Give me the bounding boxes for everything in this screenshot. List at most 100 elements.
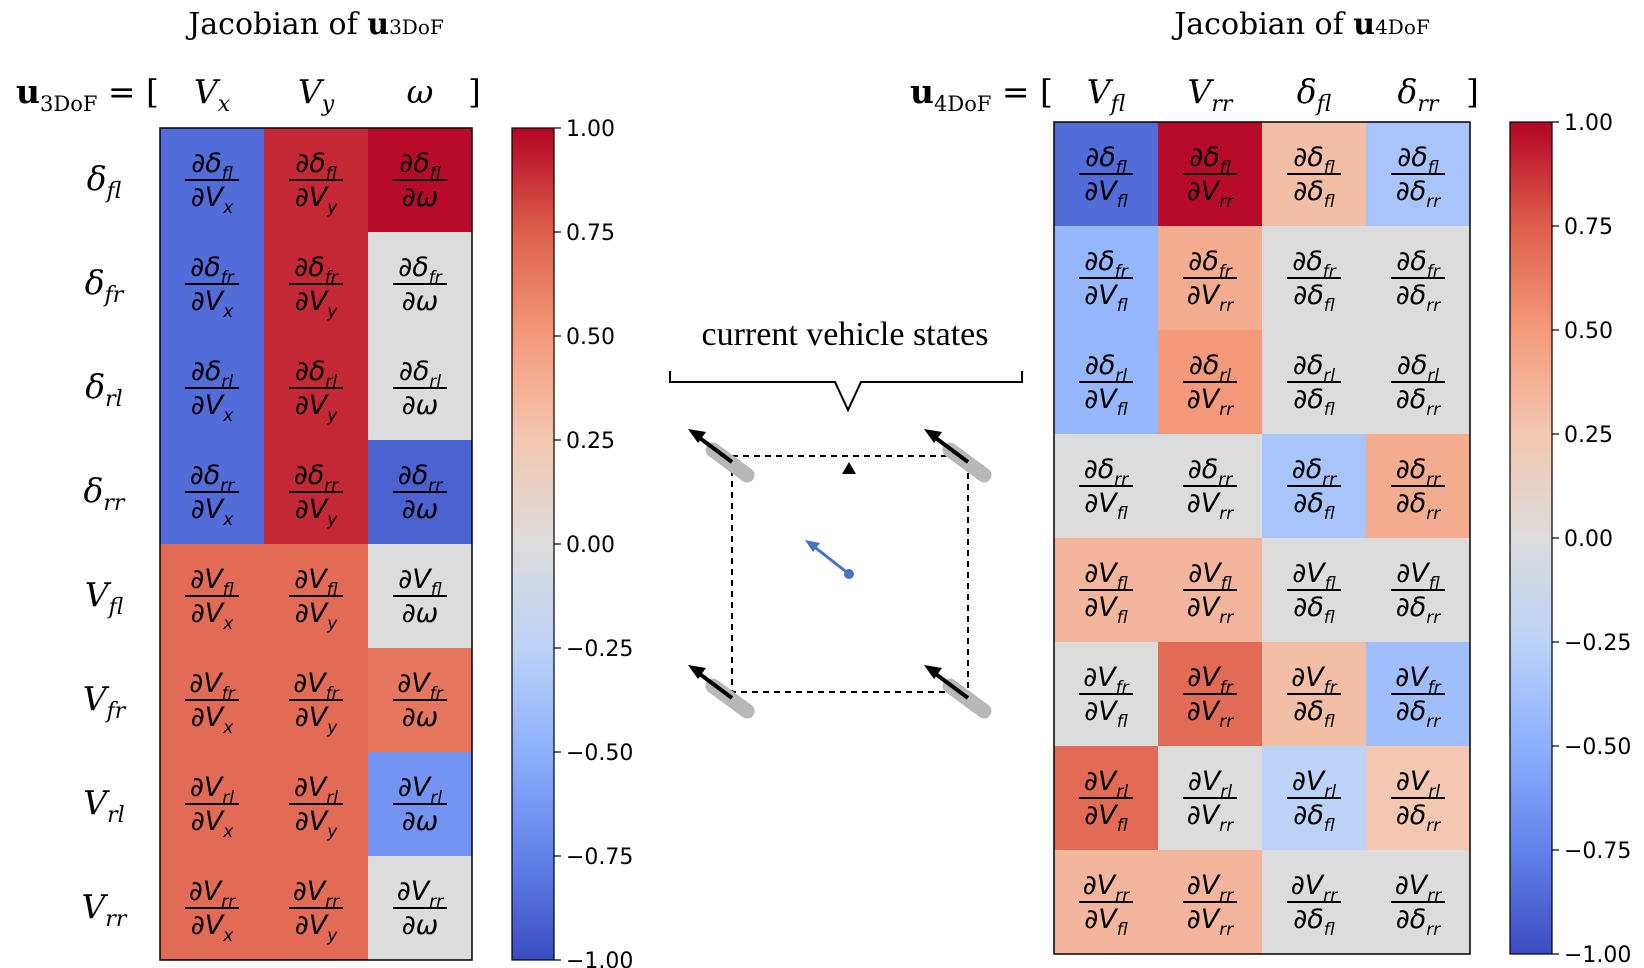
denominator-symbol: ∂V (1187, 384, 1222, 415)
denominator-symbol: ∂V (295, 182, 330, 213)
denominator-symbol: ∂δ (1293, 280, 1323, 311)
numerator-subscript: rl (325, 372, 337, 392)
cell-denominator: ∂Vrr (1187, 488, 1234, 524)
denominator-symbol: ∂V (191, 286, 226, 317)
cell-numerator: ∂Vfl (1188, 558, 1231, 594)
cell-denominator: ∂Vx (191, 910, 234, 946)
numerator-subscript: rl (1323, 366, 1335, 386)
denominator-subscript: rr (1426, 504, 1441, 524)
row-label: Vfl (85, 575, 124, 620)
cell-denominator: ∂Vy (295, 702, 338, 738)
column-label: Vfl (1087, 72, 1126, 117)
velocity-arrow (805, 540, 854, 579)
wheel-fr (924, 429, 992, 483)
denominator-subscript: x (222, 198, 234, 218)
colorbar-tick-label: −0.25 (566, 637, 633, 662)
cell-denominator: ∂ω (402, 182, 439, 213)
cell-numerator: ∂δfl (1397, 142, 1438, 178)
denominator-symbol: ∂V (1187, 696, 1222, 727)
numerator-subscript: fl (1117, 574, 1128, 594)
denominator-subscript: y (326, 302, 338, 322)
cell-numerator: ∂Vfl (190, 564, 233, 600)
numerator-symbol: ∂δ (1293, 350, 1323, 381)
row-subscript: rr (105, 907, 128, 932)
denominator-symbol: ∂δ (1396, 592, 1426, 623)
denominator-symbol: ∂V (1084, 904, 1119, 935)
cell-numerator: ∂Vrl (190, 772, 234, 808)
denominator-symbol: ∂δ (1293, 696, 1323, 727)
cell-denominator: ∂Vy (295, 494, 338, 530)
denominator-subscript: y (326, 718, 338, 738)
colorbar-tick-label: 1.00 (1564, 111, 1613, 136)
denominator-symbol: ∂δ (1396, 488, 1426, 519)
colorbar-tick-label: 0.25 (1564, 423, 1613, 448)
row-subscript: fr (103, 283, 125, 308)
denominator-symbol: ∂V (295, 494, 330, 525)
denominator-symbol: ∂δ (1293, 176, 1323, 207)
cell-denominator: ∂Vfl (1084, 488, 1127, 524)
cell-denominator: ∂Vy (295, 806, 338, 842)
denominator-subscript: rr (1219, 712, 1234, 732)
denominator-symbol: ∂ω (402, 806, 439, 837)
cell-denominator: ∂Vx (191, 286, 234, 322)
vector-subscript: 3DoF (40, 92, 97, 116)
numerator-symbol: ∂δ (1397, 350, 1427, 381)
colorbar-tick-label: −0.75 (566, 845, 633, 870)
row-label: δfl (87, 159, 122, 204)
cell-numerator: ∂δfl (1189, 142, 1230, 178)
heading-marker (842, 462, 856, 474)
row-label: δrl (85, 367, 122, 412)
numerator-subscript: fl (1428, 158, 1439, 178)
denominator-subscript: rr (1219, 608, 1234, 628)
denominator-symbol: ∂V (191, 806, 226, 837)
denominator-symbol: ∂V (1187, 904, 1222, 935)
denominator-symbol: ∂δ (1293, 488, 1323, 519)
denominator-subscript: x (222, 614, 234, 634)
heatmap-frame (159, 127, 473, 961)
denominator-subscript: y (326, 926, 338, 946)
column-subscript: x (218, 92, 231, 117)
cell-denominator: ∂Vy (295, 390, 338, 426)
row-symbol: δ (85, 263, 105, 302)
column-subscript: y (321, 92, 335, 117)
vehicle-diagram: current vehicle states (669, 316, 1023, 719)
denominator-subscript: rr (1219, 296, 1234, 316)
numerator-symbol: ∂V (398, 564, 433, 595)
cell-denominator: ∂δrr (1396, 904, 1441, 940)
colorbar-tick-label: 0.50 (566, 325, 615, 350)
column-symbol: δ (1398, 72, 1418, 111)
row-label: δfr (85, 263, 125, 308)
cell-numerator: ∂δrl (1189, 350, 1231, 386)
numerator-symbol: ∂δ (1188, 454, 1218, 485)
colorbar-tick-label: 0.75 (566, 221, 615, 246)
cell-numerator: ∂δfl (1085, 142, 1126, 178)
cell-denominator: ∂Vx (191, 494, 234, 530)
denominator-symbol: ∂ω (402, 702, 439, 733)
colorbar-tick-label: 0.75 (1564, 215, 1613, 240)
heatmap-frame (1053, 121, 1471, 955)
row-label: Vrr (82, 887, 128, 932)
colorbar-tick-label: 1.00 (566, 117, 615, 142)
denominator-subscript: x (222, 926, 234, 946)
cell-numerator: ∂Vrl (398, 772, 442, 808)
cell-denominator: ∂δrr (1396, 488, 1441, 524)
cell-numerator: ∂Vfl (294, 564, 337, 600)
denominator-subscript: x (222, 718, 234, 738)
numerator-subscript: fl (1325, 574, 1336, 594)
denominator-symbol: ∂V (1084, 176, 1119, 207)
colorbar-right: 1.000.750.500.250.00−0.25−0.50−0.75−1.00 (1509, 111, 1631, 968)
numerator-symbol: ∂δ (1189, 350, 1219, 381)
column-label: Vy (298, 72, 335, 117)
vector-label: u4DoF = [ (910, 72, 1053, 116)
numerator-subscript: fl (430, 164, 441, 184)
denominator-symbol: ∂δ (1396, 384, 1426, 415)
cell-denominator: ∂δrr (1396, 280, 1441, 316)
denominator-subscript: rr (1219, 920, 1234, 940)
title-subscript: 4DoF (1375, 15, 1430, 39)
cell-denominator: ∂δfl (1293, 592, 1334, 628)
vector-symbol: u (16, 72, 40, 111)
row-symbol: δ (84, 471, 104, 510)
numerator-subscript: fl (1220, 158, 1231, 178)
denominator-symbol: ∂V (191, 702, 226, 733)
denominator-symbol: ∂V (1187, 800, 1222, 831)
